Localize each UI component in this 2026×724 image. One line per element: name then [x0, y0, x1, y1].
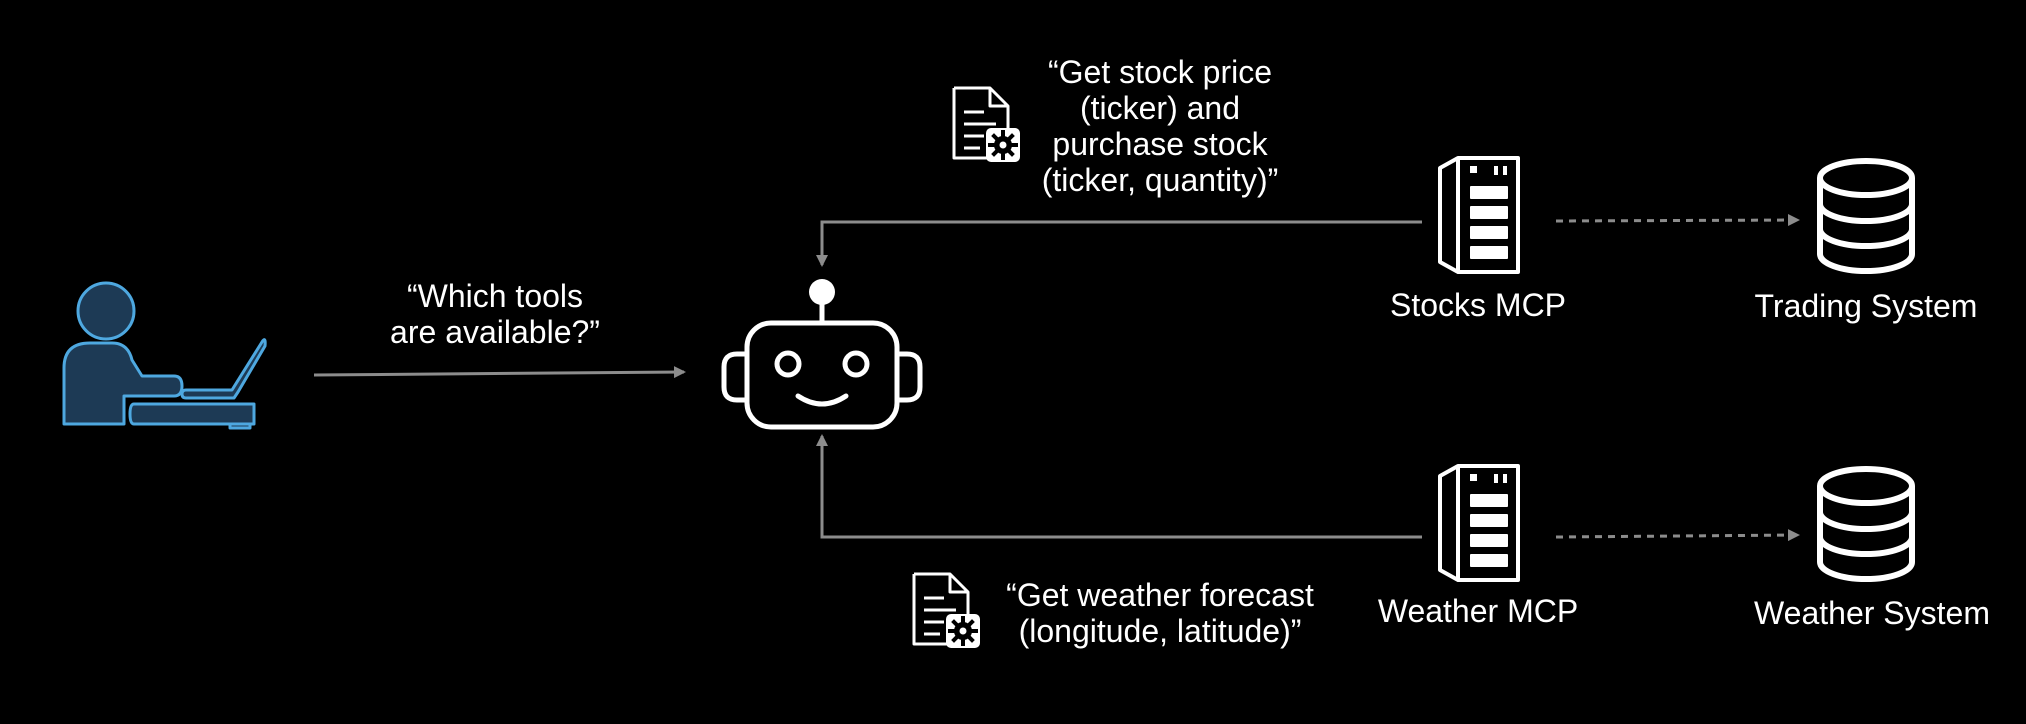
stocks-tool-line-1: “Get stock price: [1047, 54, 1273, 90]
user-question-label: “Which tools are available?”: [360, 278, 630, 350]
stocks-server-icon: [1438, 156, 1520, 274]
stocks-tool-document-icon: [952, 86, 1010, 160]
weather-tool-document-icon: [912, 572, 970, 646]
weather-system-label: Weather System: [1754, 595, 1990, 631]
user-question-line-2: are available?”: [390, 314, 600, 350]
weather-tool-description: “Get weather forecast (longitude, latitu…: [985, 577, 1335, 649]
weather-to-system-arrow: [1555, 529, 1800, 542]
weather-tool-line-1: “Get weather forecast: [1006, 577, 1314, 613]
weather-tool-line-2: (longitude, latitude)”: [1018, 613, 1302, 649]
weather-server-icon: [1438, 464, 1520, 582]
stocks-tool-description: “Get stock price (ticker) and purchase s…: [1008, 54, 1312, 198]
stocks-gear-icon: [988, 130, 1018, 160]
stocks-tool-line-4: (ticker, quantity)”: [1041, 162, 1279, 198]
weather-database-icon: [1817, 466, 1915, 582]
user-question-line-1: “Which tools: [406, 278, 584, 314]
person-at-laptop-icon: [62, 281, 267, 430]
weather-gear-icon: [948, 616, 978, 646]
robot-icon: [721, 297, 923, 430]
trading-system-label: Trading System: [1754, 288, 1978, 324]
user-to-agent-arrow: [313, 366, 686, 379]
stocks-to-trading-arrow: [1555, 214, 1800, 227]
weather-to-agent-connector: [816, 434, 1422, 539]
trading-database-icon: [1817, 158, 1915, 274]
stocks-to-agent-connector: [816, 220, 1422, 267]
stocks-mcp-label: Stocks MCP: [1389, 287, 1567, 323]
stocks-tool-line-3: purchase stock: [1052, 126, 1268, 162]
stocks-tool-line-2: (ticker) and: [1079, 90, 1241, 126]
weather-mcp-label: Weather MCP: [1377, 593, 1579, 629]
